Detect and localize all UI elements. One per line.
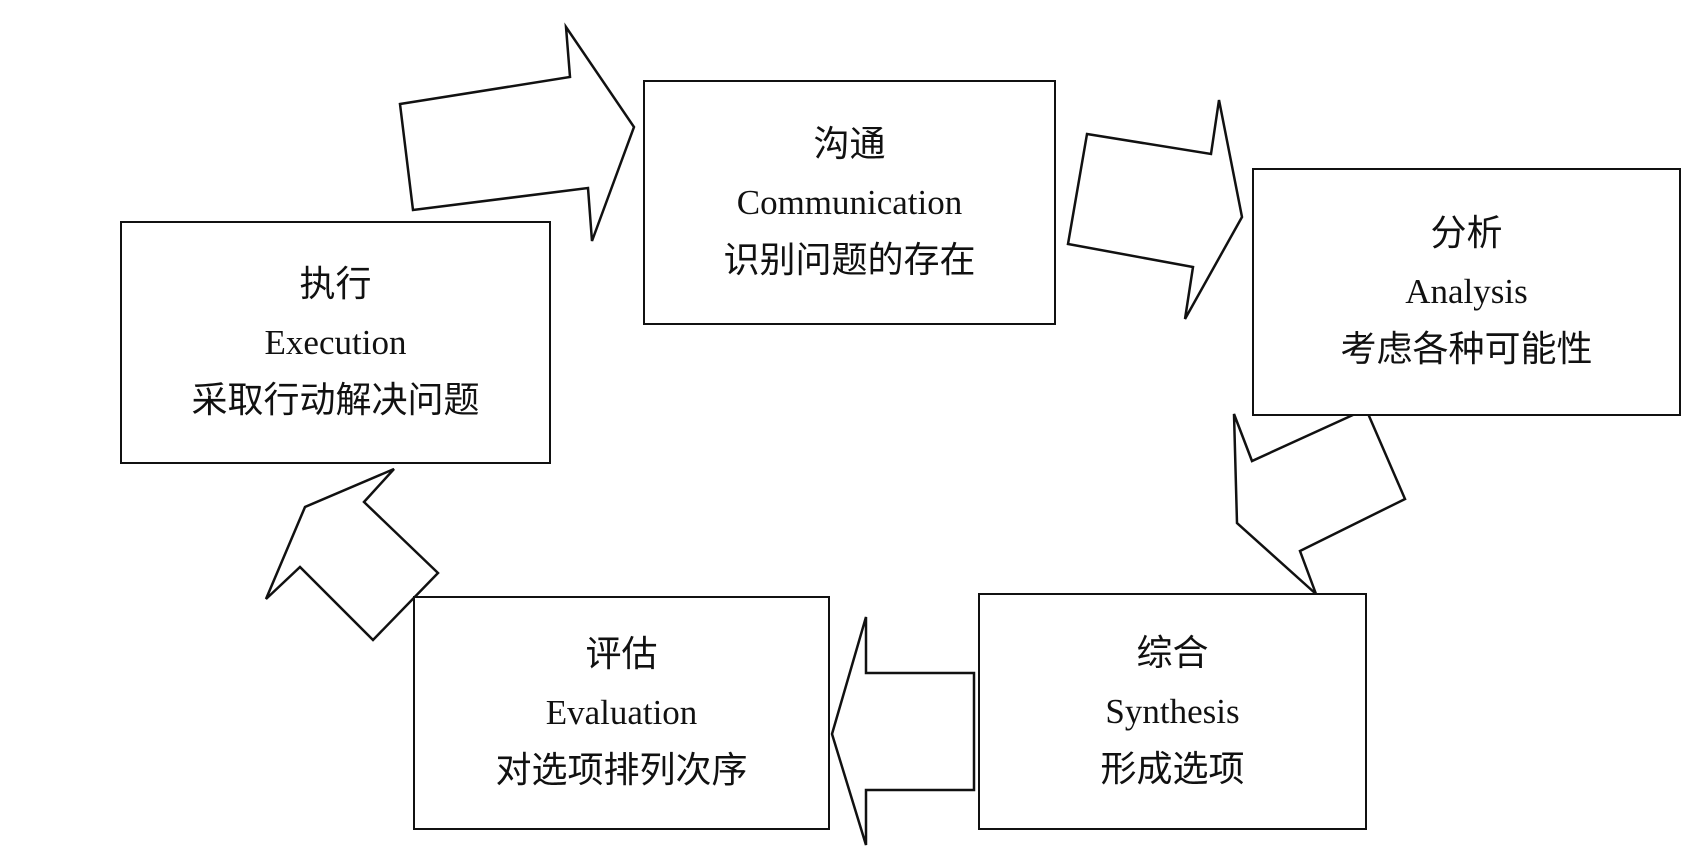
execution-description: 采取行动解决问题: [191, 379, 480, 421]
arrow-execution-to-communication: [398, 22, 636, 242]
stage-box-communication: 沟通 Communication 识别问题的存在: [643, 80, 1056, 325]
communication-en-title: Communication: [736, 182, 963, 222]
evaluation-zh-title: 评估: [585, 634, 658, 675]
analysis-zh-title: 分析: [1430, 213, 1503, 254]
synthesis-en-title: Synthesis: [1105, 691, 1240, 731]
synthesis-zh-title: 综合: [1136, 632, 1209, 674]
synthesis-description: 形成选项: [1100, 748, 1245, 790]
arrow-synthesis-to-evaluation: [830, 616, 976, 846]
evaluation-en-title: Evaluation: [545, 693, 698, 732]
stage-box-evaluation: 评估 Evaluation 对选项排列次序: [413, 596, 830, 830]
communication-description: 识别问题的存在: [723, 239, 976, 281]
arrow-communication-to-analysis: [1066, 99, 1244, 320]
stage-box-synthesis: 综合 Synthesis 形成选项: [978, 593, 1367, 830]
stage-box-analysis: 分析 Analysis 考虑各种可能性: [1252, 168, 1681, 416]
arrow-analysis-to-synthesis: [1232, 407, 1407, 595]
evaluation-description: 对选项排列次序: [495, 750, 748, 791]
arrow-evaluation-to-execution: [264, 467, 440, 642]
execution-en-title: Execution: [264, 322, 407, 362]
stage-box-execution: 执行 Execution 采取行动解决问题: [120, 221, 551, 464]
communication-zh-title: 沟通: [813, 123, 886, 165]
analysis-description: 考虑各种可能性: [1340, 329, 1593, 370]
analysis-en-title: Analysis: [1405, 272, 1528, 311]
execution-zh-title: 执行: [299, 263, 372, 305]
